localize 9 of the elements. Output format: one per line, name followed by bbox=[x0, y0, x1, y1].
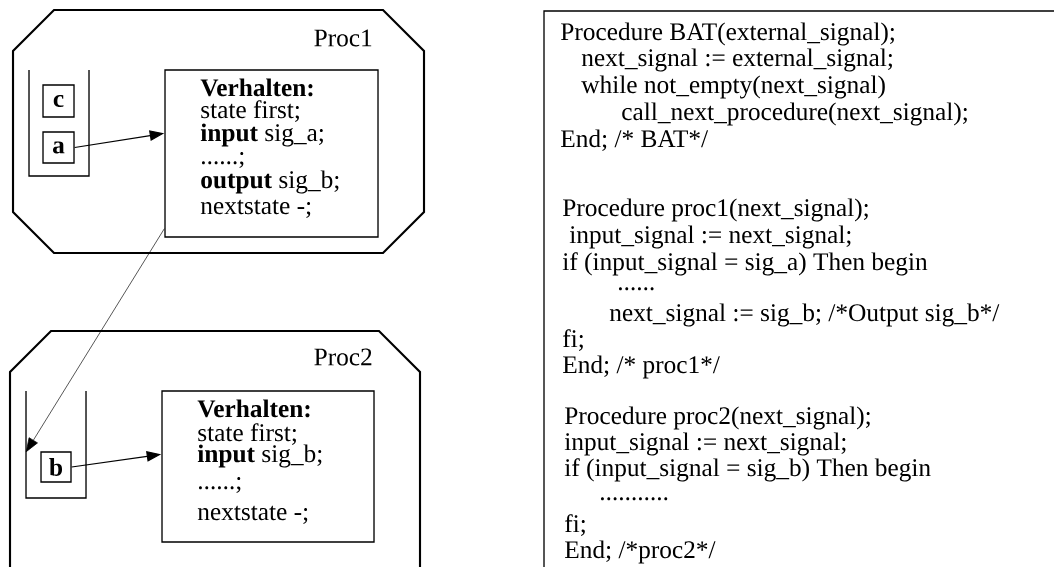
signal-queue bbox=[28, 69, 90, 177]
behavior-box: Verhalten: state first; input sig_a; ......; output sig_b; nextstate -; bbox=[164, 69, 379, 238]
signal-box: b bbox=[40, 451, 72, 483]
arrow bbox=[25, 228, 165, 452]
signal-box: a bbox=[42, 131, 75, 164]
signal-queue bbox=[25, 390, 87, 499]
signal-box: c bbox=[42, 84, 75, 118]
behavior-box: Verhalten: state first; input sig_b; ......; nextstate -; bbox=[161, 390, 375, 543]
code-box: Procedure BAT(external_signal); next_signal := external_signal; while not_empty(next_signal) call_next_procedure(next_signal); End; /* BAT*/ Procedure proc1(next_signal); input_signal := next_signal; if (input_signal = sig_a) Then begin ...... next_signal := sig_b; /*Output sig_b*/ fi; End; /* proc1*/ Procedure proc2(next_signal); input_signal := next_signal; if (input_signal = sig_b) Then begin ........... fi; End; /*proc2*/ bbox=[543, 10, 1054, 567]
